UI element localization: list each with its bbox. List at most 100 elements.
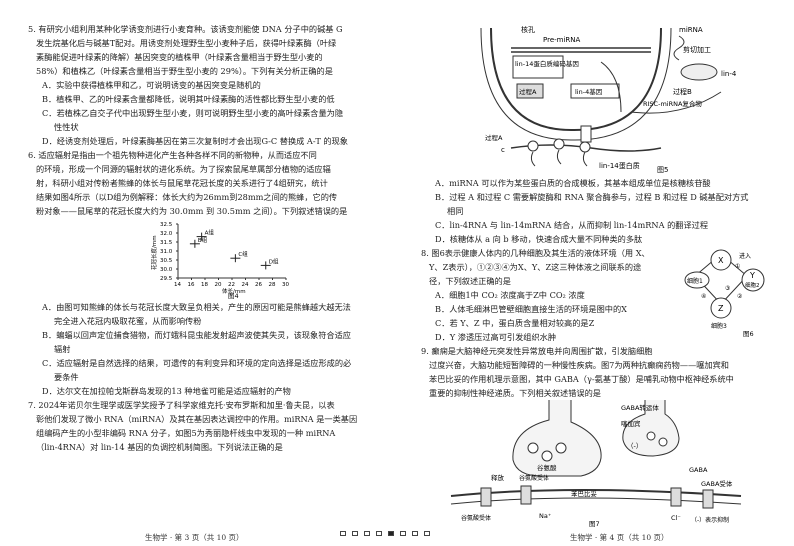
q7-stem-line: 组编码产生的小型非编码 RNA 分子，如图5为秀丽隐杆线虫中发现的一种 miRN…	[36, 428, 336, 438]
page-dot	[364, 531, 370, 536]
label-glu-receptor-2: 谷氨酸受体	[461, 514, 491, 522]
q5-stem-line: 5. 有研究小组利用某种化学诱变剂进行小麦育种。该诱变剂能使 DNA 分子中的碱…	[28, 24, 343, 34]
q9-stem-line: 苯巴比妥的作用机理示意图，其中 GABA（γ-氨基丁酸）是哺乳动物中枢神经系统中	[429, 374, 734, 384]
figure-7: GABA转运体 噻加宾 （-） 谷氨酸 释放 GABA GABA受体 苯巴比妥 …	[450, 400, 742, 527]
data-point-label: D组	[269, 257, 279, 265]
ribosome	[527, 140, 539, 152]
question-7-options: A．miRNA 可以作为某些蛋白质的合成模板，其基本组成单位是核糖核苷酸 B．过…	[421, 176, 773, 246]
page-dot	[340, 531, 346, 536]
q7-option-a: A．miRNA 可以作为某些蛋白质的合成模板，其基本组成单位是核糖核苷酸	[435, 178, 711, 188]
figure-4-caption: 图4	[228, 292, 239, 300]
x-tick-label: 26	[255, 282, 262, 288]
label-c: c	[501, 146, 505, 154]
label-n3: ③	[725, 285, 730, 292]
q6-option-b: B．蝙蝠以回声定位捕食猎物，而灯蛾科昆虫能发射超声波使其失灵，该现象符合适应	[42, 330, 351, 340]
q8-option-d: D．Y 渗透压过高可引发组织水肿	[435, 332, 557, 342]
q9-stem-line: 过度兴奋，大脑功能短暂障碍的一种慢性疾病。图7为两种抗癫痫药物——噻加宾和	[429, 360, 729, 370]
y-tick-label: 30.5	[160, 258, 173, 264]
q8-stem-line: 8. 图6表示健康人体内的几种细胞及其生活的液体环境（用 X、	[421, 248, 650, 258]
page-dot	[412, 531, 418, 536]
label-x: X	[718, 256, 724, 265]
page-dot-current	[388, 531, 394, 536]
q6-stem-line: 粉对象——鼠尾草的花冠长度大约为 30.0mm 到 30.5mm 之间）。下列叙…	[36, 206, 348, 216]
label-z: Z	[718, 304, 724, 313]
q7-option-b: B．过程 A 和过程 C 需要解旋酶和 RNA 聚合酶参与，过程 B 和过程 D…	[435, 192, 749, 202]
right-footer: 生物学 · 第 4 页（共 10 页）	[570, 533, 669, 542]
question-9: 9. 癫痫是大脑神经元突发性异常放电并向周围扩散，引发脑细胞 过度兴奋，大脑功能…	[421, 344, 773, 400]
q5-option-a: A．实验中获得植株甲和乙，可说明诱变的基因突变是随机的	[42, 80, 261, 90]
q9-stem-line: 重要的抑制性神经递质。下列相关叙述错误的是	[429, 388, 601, 398]
q7-option-d: D．核糖体从 a 向 b 移动，快速合成大量不同种类的多肽	[435, 234, 643, 244]
x-tick-label: 20	[215, 282, 222, 288]
q7-option-c: C．lin-4RNA 与 lin-14mRNA 结合，从而抑制 lin-14mR…	[435, 220, 709, 230]
question-6: 6. 适应辐射是指由一个祖先物种进化产生各种各样不同的新物种，从而适应不同 的环…	[28, 148, 400, 398]
q8-stem-line: 径，下列叙述正确的是	[429, 276, 511, 286]
q8-option-a: A．细胞1中 CO₂ 浓度高于Z中 CO₂ 浓度	[435, 290, 585, 300]
q6-option-d: D．达尔文在加拉帕戈斯群岛发现的13 种地雀可能是适应辐射的产物	[42, 386, 291, 396]
figure-6: X 细胞1 Y 细胞2 Z 细胞3 进入 ① ② ③ ④ 图6	[684, 249, 765, 338]
q5-option-b: B．植株甲、乙的叶绿素含量都降低，说明其叶绿素酶的活性都比野生型小麦的低	[42, 94, 335, 104]
label-glutamate: 谷氨酸	[537, 463, 557, 472]
q5-stem-line: 58%）和植株乙（叶绿素含量相当于野生型小麦的 29%）。下列有关分析正确的是	[36, 66, 333, 76]
figure-5: 核孔 Pre-miRNA lin-14蛋白质编码基因 lin-4基因 过程A m…	[421, 22, 773, 176]
process-a-box	[516, 83, 544, 99]
left-page: 5. 有研究小组利用某种化学诱变剂进行小麦育种。该诱变剂能使 DNA 分子中的碱…	[28, 22, 400, 527]
figure-6-caption: 图6	[743, 330, 754, 338]
label-phenobarbital: 苯巴比妥	[571, 489, 598, 498]
node-z	[710, 297, 732, 319]
node-y	[741, 268, 765, 292]
q8-stem-line: Y、Z表示），①②③④为X、Y、Z这三种体液之间联系的途	[429, 262, 642, 272]
label-cell2: 细胞2	[745, 281, 760, 289]
label-n1: ①	[735, 263, 740, 270]
q7-stem-line: 彰他们发现了微小 RNA（miRNA）及其在基因表达调控中的作用。miRNA 是…	[36, 414, 358, 424]
y-tick-label: 29.5	[160, 276, 173, 282]
page-dot	[400, 531, 406, 536]
label-y: Y	[749, 271, 755, 280]
q6-option-c: C．适应辐射是自然选择的结果，可遗传的有利变异和环境的定向选择是适应形成的必	[42, 358, 352, 368]
q8-option-c: C．若 Y、Z 中，蛋白质含量相对较高的是Z	[435, 318, 595, 328]
label-risc: RISC-miRNA复合物	[643, 99, 702, 108]
x-tick-label: 18	[201, 282, 208, 288]
left-footer: 生物学 · 第 3 页（共 10 页）	[145, 533, 244, 542]
label-process-b: 过程B	[673, 87, 692, 96]
q6-stem-line: 射，科研小组对传粉者熊蜂的体长与鼠尾草花冠长度的关系进行了4组研究，统计	[36, 178, 328, 188]
y-tick-label: 32.5	[160, 222, 173, 228]
cell1	[684, 271, 710, 289]
label-gaba-receptor: GABA受体	[701, 479, 733, 488]
page-indicator	[340, 531, 430, 536]
q5-stem-line: 素酶能促进叶绿素的降解）基因突变的植株甲（叶绿素含量相当于野生型小麦的	[36, 52, 323, 62]
nucleus-membrane	[490, 27, 662, 132]
figure-5-caption: 图5	[657, 166, 668, 174]
q7-stem-line: 7. 2024年诺贝尔生理学或医学奖授予了科学家维克托·安布罗斯和加里·鲁夫昆，…	[28, 400, 335, 410]
data-point-label: C组	[238, 250, 248, 258]
y-tick-label: 31.0	[160, 249, 173, 255]
q7-stem-line: （lin-4RNA）对 lin-14 基因的负调控机制简图。下列说法正确的是	[36, 442, 283, 452]
y-tick-label: 30.0	[160, 267, 173, 273]
y-axis-label: 花冠长度/mm	[150, 235, 158, 270]
label-cell3: 细胞3	[711, 322, 727, 330]
node-x	[710, 249, 732, 271]
label-nuclear-pore: 核孔	[521, 25, 535, 34]
x-tick-label: 30	[282, 282, 289, 288]
q5-option-c-cont: 性性状	[54, 122, 79, 132]
q6-stem-line: 结果如图4所示（以D组为例解释：体长大约为26mm到28mm之间的熊蜂，它的传	[36, 192, 338, 202]
nuclear-pore	[580, 125, 592, 143]
y-tick-label: 32.0	[160, 231, 173, 237]
x-tick-label: 24	[242, 282, 249, 288]
label-processing: 剪切加工	[683, 45, 711, 54]
right-page: 核孔 Pre-miRNA lin-14蛋白质编码基因 lin-4基因 过程A m…	[421, 22, 773, 527]
q6-stem-line: 的环境，形成一个同源的辐射状的进化系统。为了探索鼠尾草属部分植物的适应辐	[36, 164, 331, 174]
gaba-receptor	[702, 489, 714, 509]
q8-option-b: B．人体毛细淋巴管壁细胞直接生活的环境是图中的X	[435, 304, 627, 314]
x-tick-label: 22	[228, 282, 235, 288]
label-lin4-gene: lin-4基因	[575, 87, 602, 96]
figure-7-caption: 图7	[589, 520, 600, 527]
ribosome	[553, 138, 565, 150]
q5-stem-line: 发生烷基化后与碱基T配对。用诱变剂处理野生型小麦种子后，获得叶绿素酶（叶绿	[36, 38, 337, 48]
page-dot	[352, 531, 358, 536]
ribosome	[579, 141, 591, 153]
label-cl: Cl⁻	[671, 514, 681, 522]
label-n4: ④	[701, 293, 706, 300]
label-inflow: 进入	[739, 252, 751, 260]
